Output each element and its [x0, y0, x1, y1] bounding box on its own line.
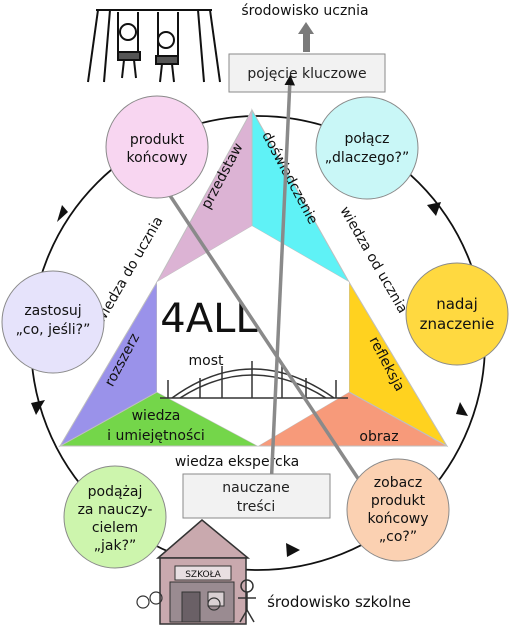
arrow-content-to-concept: [268, 74, 296, 511]
center-title: 4ALL: [160, 296, 258, 342]
circle-podazaj: podążaj za nauczy- cielem „jak?”: [63, 465, 167, 569]
content-taught-line-1: nauczane: [222, 480, 289, 496]
content-taught-line-2: treści: [237, 499, 275, 515]
label-obraz: obraz: [359, 429, 398, 445]
arrowhead-top-right: [427, 202, 441, 216]
circle-zobacz-line-4: „co?”: [379, 529, 417, 545]
bridge-label: most: [189, 353, 224, 369]
circle-produkt-line-2: końcowy: [126, 150, 187, 166]
circle-podazaj-line-1: podążaj: [88, 484, 143, 500]
circle-zobacz-line-3: końcowy: [367, 511, 428, 527]
side-bottom-label: wiedza ekspercka: [175, 454, 299, 470]
circle-produkt-line-1: produkt: [130, 132, 185, 148]
key-concept-box: pojęcie kluczowe: [228, 53, 386, 93]
bottom-label: środowisko szkolne: [267, 593, 411, 611]
label-wiedza-1: wiedza: [132, 408, 181, 424]
circle-polacz-line-1: połącz: [344, 131, 389, 147]
cycle-arrowheads: [31, 202, 468, 557]
circle-zastosuj-line-1: zastosuj: [24, 303, 81, 319]
label-wiedza-2: i umiejętności: [107, 428, 205, 444]
circle-zobacz-line-1: zobacz: [374, 475, 422, 491]
circle-nadaj: nadaj znaczenie: [405, 262, 509, 366]
content-taught-box: nauczane treści: [182, 473, 331, 519]
circle-podazaj-line-3: cielem: [92, 520, 138, 536]
arrowhead-top-left: [57, 205, 68, 222]
circle-zobacz: zobacz produkt końcowy „co?”: [346, 458, 450, 562]
key-concept-label: pojęcie kluczowe: [247, 66, 366, 82]
school-illustration: SZKOŁA: [136, 519, 256, 625]
triangle: [58, 108, 449, 448]
circle-nadaj-line-1: nadaj: [436, 295, 478, 313]
circle-zobacz-line-2: produkt: [371, 493, 426, 509]
circle-nadaj-line-2: znaczenie: [420, 315, 495, 333]
school-sign: SZKOŁA: [185, 570, 221, 580]
circle-zastosuj: zastosuj „co, jeśli?”: [1, 270, 105, 374]
top-label: środowisko ucznia: [241, 3, 368, 19]
arrowhead-left: [31, 400, 45, 415]
circle-polacz: połącz „dlaczego?”: [315, 96, 419, 200]
arrowhead-right: [456, 402, 468, 416]
circle-podazaj-line-2: za nauczy-: [78, 502, 153, 518]
up-arrow: [298, 22, 314, 52]
bridge-illustration: [160, 361, 348, 399]
circle-produkt: produkt końcowy: [105, 95, 209, 199]
circle-zastosuj-line-2: „co, jeśli?”: [16, 322, 91, 338]
circle-podazaj-line-4: „jak?”: [94, 538, 137, 554]
arrow-product-to-product: [162, 183, 369, 493]
swing-illustration: [87, 9, 221, 83]
circle-polacz-line-2: „dlaczego?”: [325, 150, 409, 166]
arrowhead-bottom: [286, 543, 300, 557]
